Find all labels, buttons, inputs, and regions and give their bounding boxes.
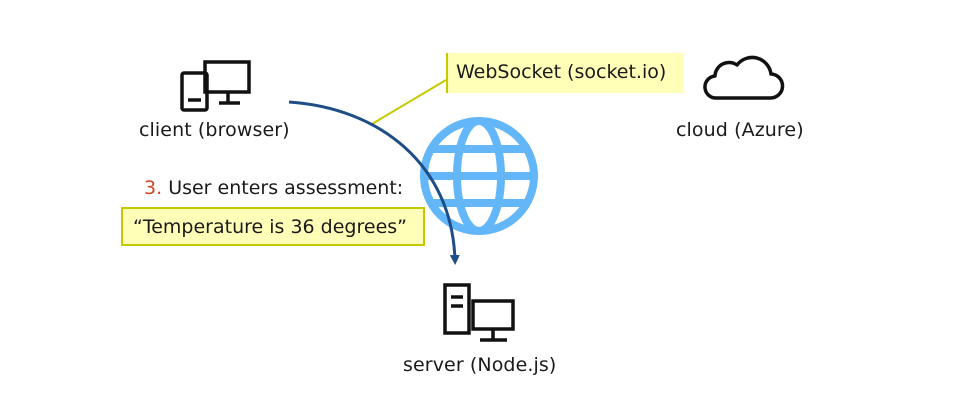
cloud-label: cloud (Azure) [676, 119, 804, 141]
step-number: 3. [144, 177, 163, 199]
websocket-callout-text: WebSocket (socket.io) [456, 61, 667, 83]
step-text: User enters assessment: [168, 177, 404, 199]
websocket-callout-connector [371, 79, 447, 125]
request-arrow [288, 100, 460, 265]
cloud-icon [703, 55, 785, 100]
assessment-callout-text: “Temperature is 36 degrees” [133, 216, 407, 238]
assessment-callout: “Temperature is 36 degrees” [121, 207, 425, 246]
server-label: server (Node.js) [403, 354, 557, 376]
client-label: client (browser) [139, 119, 290, 141]
server-icon [443, 283, 515, 342]
devices-icon [180, 60, 251, 112]
globe-icon [420, 117, 538, 235]
step-label: 3. User enters assessment: [144, 179, 403, 198]
websocket-callout: WebSocket (socket.io) [446, 53, 684, 93]
